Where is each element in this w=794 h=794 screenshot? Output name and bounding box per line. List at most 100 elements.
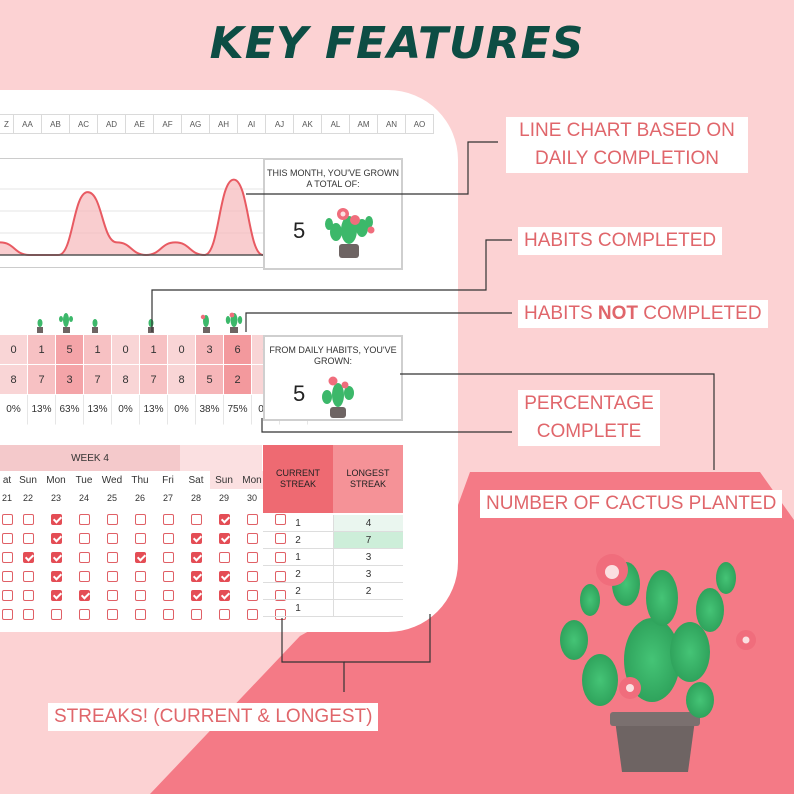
habit-checkbox-cell[interactable]	[14, 548, 42, 567]
checkbox-unchecked[interactable]	[246, 609, 258, 620]
completed-row-cell[interactable]: 0	[112, 335, 140, 365]
habit-checkbox-cell[interactable]	[210, 567, 238, 586]
checkbox-unchecked[interactable]	[218, 609, 230, 620]
column-header[interactable]: AF	[154, 114, 182, 134]
habit-checkbox-cell[interactable]	[182, 510, 210, 529]
checkbox-unchecked[interactable]	[134, 609, 146, 620]
habit-checkbox-cell[interactable]	[14, 510, 42, 529]
habit-checkbox-cell[interactable]	[42, 510, 70, 529]
checkbox-unchecked[interactable]	[134, 571, 146, 582]
checkbox-unchecked[interactable]	[162, 609, 174, 620]
checkbox-unchecked[interactable]	[246, 590, 258, 601]
completed-row-cell[interactable]: 0	[168, 335, 196, 365]
checkbox-unchecked[interactable]	[162, 552, 174, 563]
column-header[interactable]: AA	[14, 114, 42, 134]
column-header[interactable]: AG	[182, 114, 210, 134]
checkbox-unchecked[interactable]	[1, 552, 13, 563]
habit-checkbox-cell[interactable]	[210, 510, 238, 529]
habit-checkbox-cell[interactable]	[182, 529, 210, 548]
completed-row-cell[interactable]: 3	[196, 335, 224, 365]
column-header[interactable]: AD	[98, 114, 126, 134]
not-completed-row-cell[interactable]: 3	[56, 365, 84, 395]
checkbox-unchecked[interactable]	[134, 533, 146, 544]
habit-checkbox-cell[interactable]	[0, 510, 14, 529]
habit-checkbox-cell[interactable]	[14, 567, 42, 586]
habit-checkbox-cell[interactable]	[238, 586, 266, 605]
habit-checkbox-cell[interactable]	[14, 586, 42, 605]
checkbox-checked[interactable]	[190, 552, 202, 563]
checkbox-checked[interactable]	[50, 514, 62, 525]
column-header[interactable]: AL	[322, 114, 350, 134]
checkbox-unchecked[interactable]	[246, 552, 258, 563]
completed-row-cell[interactable]: 1	[28, 335, 56, 365]
column-header[interactable]: AI	[238, 114, 266, 134]
percent-row-cell[interactable]: 63%	[56, 395, 84, 425]
habit-checkbox-cell[interactable]	[98, 529, 126, 548]
column-header[interactable]: AK	[294, 114, 322, 134]
percent-row-cell[interactable]: 38%	[196, 395, 224, 425]
percent-row-cell[interactable]: 13%	[28, 395, 56, 425]
checkbox-unchecked[interactable]	[134, 590, 146, 601]
habit-checkbox-cell[interactable]	[182, 605, 210, 624]
habit-checkbox-cell[interactable]	[154, 567, 182, 586]
checkbox-unchecked[interactable]	[22, 609, 34, 620]
habit-checkbox-cell[interactable]	[98, 548, 126, 567]
checkbox-unchecked[interactable]	[246, 514, 258, 525]
habit-checkbox-cell[interactable]	[126, 548, 154, 567]
habit-checkbox-cell[interactable]	[98, 510, 126, 529]
column-header[interactable]: AB	[42, 114, 70, 134]
habit-checkbox-cell[interactable]	[70, 510, 98, 529]
habit-checkbox-cell[interactable]	[98, 567, 126, 586]
habit-checkbox-cell[interactable]	[154, 548, 182, 567]
checkbox-unchecked[interactable]	[106, 590, 118, 601]
checkbox-unchecked[interactable]	[106, 533, 118, 544]
checkbox-checked[interactable]	[50, 571, 62, 582]
habit-checkbox-cell[interactable]	[70, 605, 98, 624]
checkbox-checked[interactable]	[190, 533, 202, 544]
percent-row-cell[interactable]: 13%	[84, 395, 112, 425]
completed-row-cell[interactable]: 5	[56, 335, 84, 365]
checkbox-checked[interactable]	[22, 552, 34, 563]
checkbox-unchecked[interactable]	[22, 533, 34, 544]
habit-checkbox-cell[interactable]	[0, 567, 14, 586]
checkbox-unchecked[interactable]	[162, 533, 174, 544]
habit-checkbox-cell[interactable]	[266, 567, 294, 586]
habit-checkbox-cell[interactable]	[210, 548, 238, 567]
checkbox-unchecked[interactable]	[190, 609, 202, 620]
checkbox-unchecked[interactable]	[274, 514, 286, 525]
habit-checkbox-cell[interactable]	[126, 510, 154, 529]
checkbox-unchecked[interactable]	[134, 514, 146, 525]
checkbox-checked[interactable]	[50, 590, 62, 601]
habit-checkbox-cell[interactable]	[266, 586, 294, 605]
habit-checkbox-cell[interactable]	[154, 529, 182, 548]
checkbox-unchecked[interactable]	[78, 552, 90, 563]
habit-checkbox-cell[interactable]	[70, 586, 98, 605]
checkbox-unchecked[interactable]	[22, 514, 34, 525]
habit-checkbox-cell[interactable]	[266, 510, 294, 529]
habit-checkbox-cell[interactable]	[70, 548, 98, 567]
habit-checkbox-cell[interactable]	[14, 605, 42, 624]
habit-checkbox-cell[interactable]	[238, 548, 266, 567]
habit-checkbox-cell[interactable]	[0, 605, 14, 624]
not-completed-row-cell[interactable]: 7	[28, 365, 56, 395]
habit-checkbox-cell[interactable]	[0, 548, 14, 567]
column-header[interactable]: AE	[126, 114, 154, 134]
habit-checkbox-cell[interactable]	[42, 605, 70, 624]
column-header[interactable]: AO	[406, 114, 434, 134]
checkbox-checked[interactable]	[190, 571, 202, 582]
column-header[interactable]: AN	[378, 114, 406, 134]
checkbox-unchecked[interactable]	[1, 609, 13, 620]
column-header[interactable]: Z	[0, 114, 14, 134]
checkbox-unchecked[interactable]	[78, 533, 90, 544]
habit-checkbox-cell[interactable]	[182, 548, 210, 567]
checkbox-unchecked[interactable]	[246, 533, 258, 544]
checkbox-checked[interactable]	[218, 571, 230, 582]
habit-checkbox-cell[interactable]	[126, 529, 154, 548]
not-completed-row-cell[interactable]: 8	[112, 365, 140, 395]
column-header[interactable]: AH	[210, 114, 238, 134]
checkbox-unchecked[interactable]	[78, 571, 90, 582]
checkbox-unchecked[interactable]	[162, 514, 174, 525]
checkbox-checked[interactable]	[50, 533, 62, 544]
percent-row-cell[interactable]: 75%	[224, 395, 252, 425]
habit-checkbox-cell[interactable]	[98, 605, 126, 624]
